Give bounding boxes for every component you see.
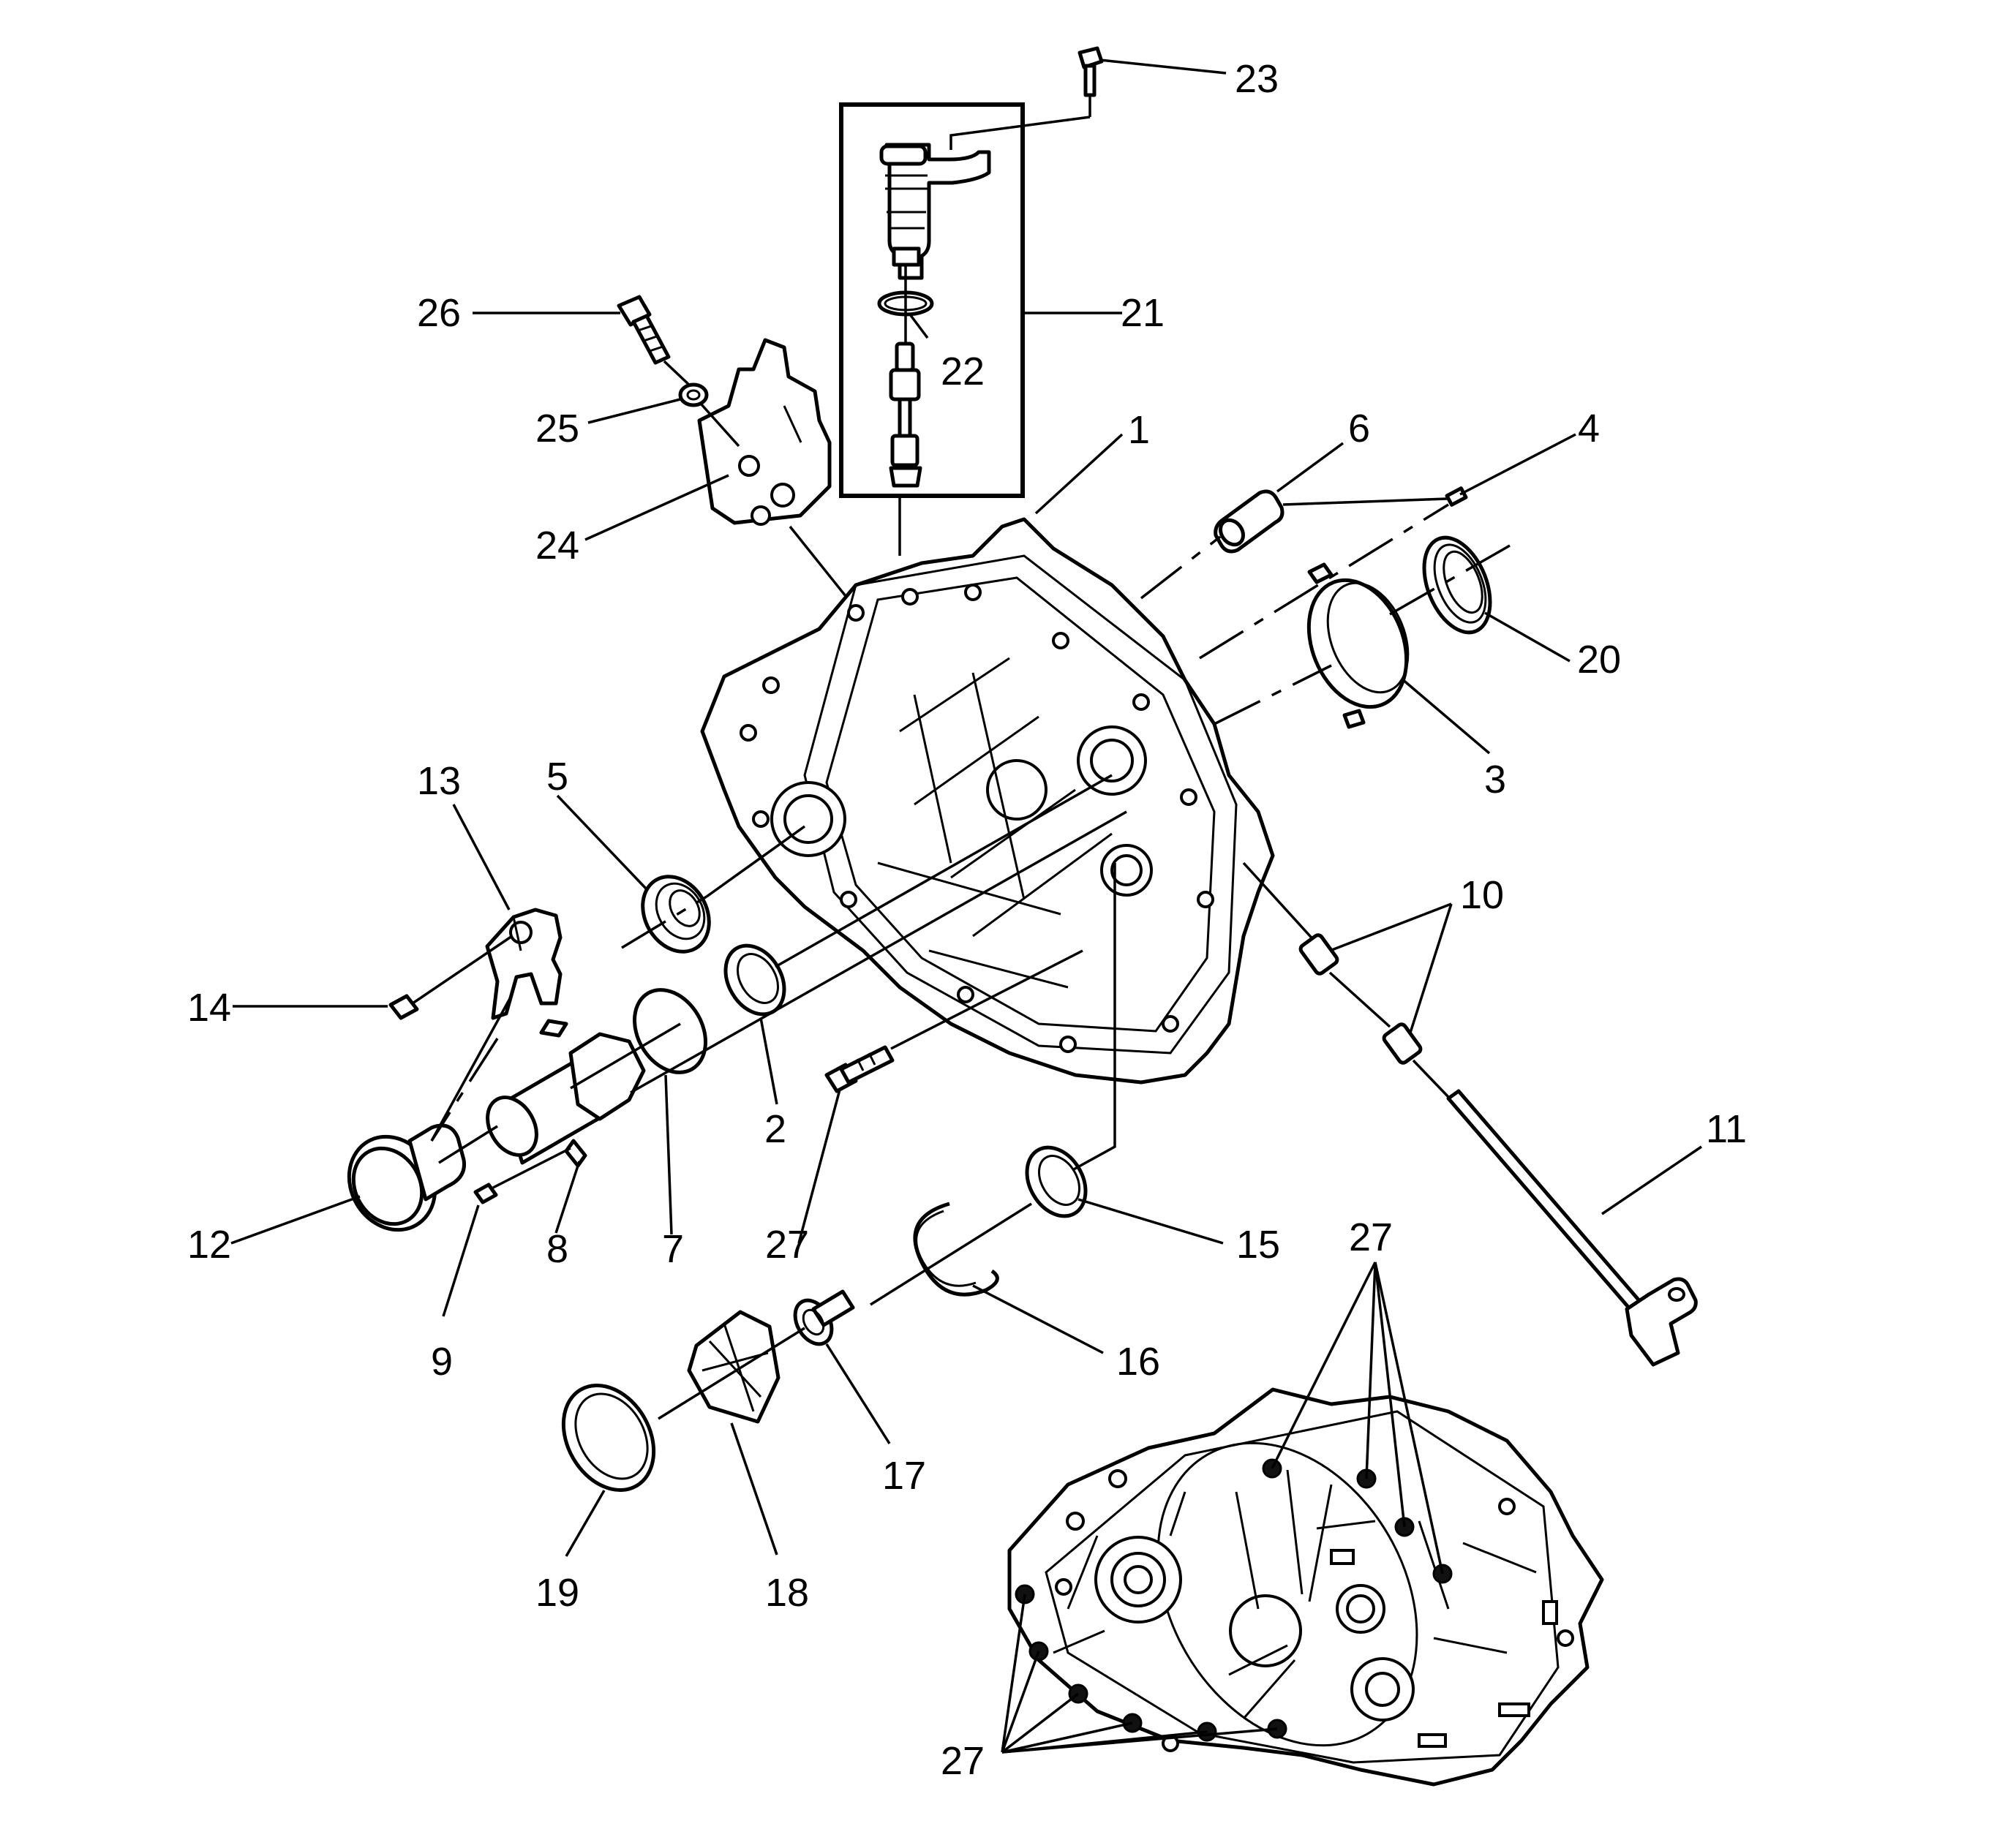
callout-leaders bbox=[230, 59, 1702, 1754]
callout-21: 21 bbox=[1121, 291, 1165, 335]
bracket-bolt bbox=[617, 295, 671, 365]
axis-bearing-12 bbox=[438, 1125, 498, 1164]
bushing bbox=[1214, 489, 1285, 554]
axis-guide-front bbox=[570, 1022, 681, 1090]
callout-7: 7 bbox=[662, 1227, 684, 1271]
callout-24: 24 bbox=[535, 524, 579, 567]
plug bbox=[1445, 486, 1468, 507]
deflector-plate bbox=[687, 1310, 781, 1424]
transaxle-case-housing bbox=[700, 517, 1275, 1085]
axis-guide bbox=[630, 810, 1127, 1094]
speed-sensor-assembly-box bbox=[839, 102, 1025, 498]
tone-wheel-ring bbox=[1422, 535, 1492, 635]
shift-shaft bbox=[1446, 1089, 1698, 1367]
guide-bolt bbox=[473, 1147, 571, 1204]
sensor-bolt bbox=[949, 46, 1104, 150]
callout-15: 15 bbox=[1236, 1223, 1280, 1267]
callout-labels: 1 2 3 4 5 6 7 8 9 10 11 12 13 14 15 16 1… bbox=[187, 57, 1747, 1783]
callout-1: 1 bbox=[1128, 408, 1150, 452]
bracket-axis bbox=[699, 402, 740, 448]
axis-3 bbox=[1214, 664, 1332, 725]
mounting-bracket bbox=[697, 338, 832, 526]
callout-13: 13 bbox=[417, 759, 461, 803]
assembled-case-inset bbox=[1007, 1387, 1604, 1787]
axle-cap bbox=[561, 1383, 656, 1493]
axis-4 bbox=[1282, 497, 1448, 506]
callout-12: 12 bbox=[187, 1223, 231, 1267]
axis-deflector bbox=[658, 1327, 805, 1420]
callout-23: 23 bbox=[1235, 57, 1279, 101]
callout-6: 6 bbox=[1348, 407, 1370, 450]
callout-2: 2 bbox=[764, 1107, 786, 1151]
axis-4b bbox=[1199, 503, 1449, 660]
callout-16: 16 bbox=[1116, 1340, 1160, 1384]
clutch-release-bearing-guide bbox=[486, 1019, 646, 1168]
callout-9: 9 bbox=[431, 1340, 453, 1384]
bolt-axis bbox=[663, 360, 692, 388]
washer bbox=[678, 382, 709, 407]
axis-fork-dash bbox=[430, 1038, 499, 1142]
axis-snap-ring bbox=[870, 1202, 1032, 1306]
callout-27-inset-top: 27 bbox=[1349, 1215, 1393, 1259]
axis-output-seal bbox=[1072, 863, 1116, 1172]
axis-20 bbox=[1389, 544, 1511, 616]
snap-ring bbox=[913, 1202, 999, 1297]
case-bolt bbox=[824, 949, 1083, 1093]
shaft-bushing-upper bbox=[1298, 933, 1339, 976]
callout-26: 26 bbox=[417, 291, 461, 335]
callout-27-inset-bottom: 27 bbox=[941, 1739, 985, 1783]
bracket-leader bbox=[789, 525, 850, 601]
callout-4: 4 bbox=[1578, 407, 1600, 450]
output-seal bbox=[1025, 1145, 1088, 1218]
callout-14: 14 bbox=[187, 986, 231, 1030]
axis-shift-shaft bbox=[1242, 861, 1318, 945]
bearing-race bbox=[723, 943, 786, 1017]
callout-17: 17 bbox=[882, 1454, 926, 1498]
axis-bearing bbox=[775, 774, 1113, 968]
fork-bolt bbox=[388, 935, 513, 1020]
callout-19: 19 bbox=[535, 1571, 579, 1615]
callout-3: 3 bbox=[1484, 758, 1506, 802]
speed-sensor bbox=[879, 143, 991, 280]
driven-gear-shaft bbox=[889, 342, 922, 488]
axis-6 bbox=[1140, 535, 1222, 600]
release-bearing bbox=[347, 1123, 467, 1232]
release-fork bbox=[485, 908, 563, 1020]
callout-20: 20 bbox=[1577, 638, 1621, 682]
callout-11: 11 bbox=[1706, 1107, 1747, 1151]
callout-18: 18 bbox=[765, 1571, 809, 1615]
callout-25: 25 bbox=[535, 407, 579, 450]
axis-seal-rear bbox=[705, 825, 806, 898]
drain-plug bbox=[793, 1289, 855, 1346]
callout-8: 8 bbox=[546, 1227, 568, 1271]
callout-27-loose: 27 bbox=[765, 1223, 809, 1267]
callout-5: 5 bbox=[546, 755, 568, 799]
axle-seal bbox=[641, 875, 711, 954]
callout-22: 22 bbox=[941, 350, 985, 393]
shaft-bushing-lower bbox=[1382, 1022, 1423, 1065]
callout-10: 10 bbox=[1460, 873, 1504, 917]
seal-cover bbox=[1306, 562, 1410, 729]
axis-shaft bbox=[1412, 1059, 1450, 1098]
axis-seal-front bbox=[621, 895, 707, 949]
axis-fork bbox=[430, 994, 514, 1142]
axis-bushings bbox=[1328, 971, 1391, 1028]
